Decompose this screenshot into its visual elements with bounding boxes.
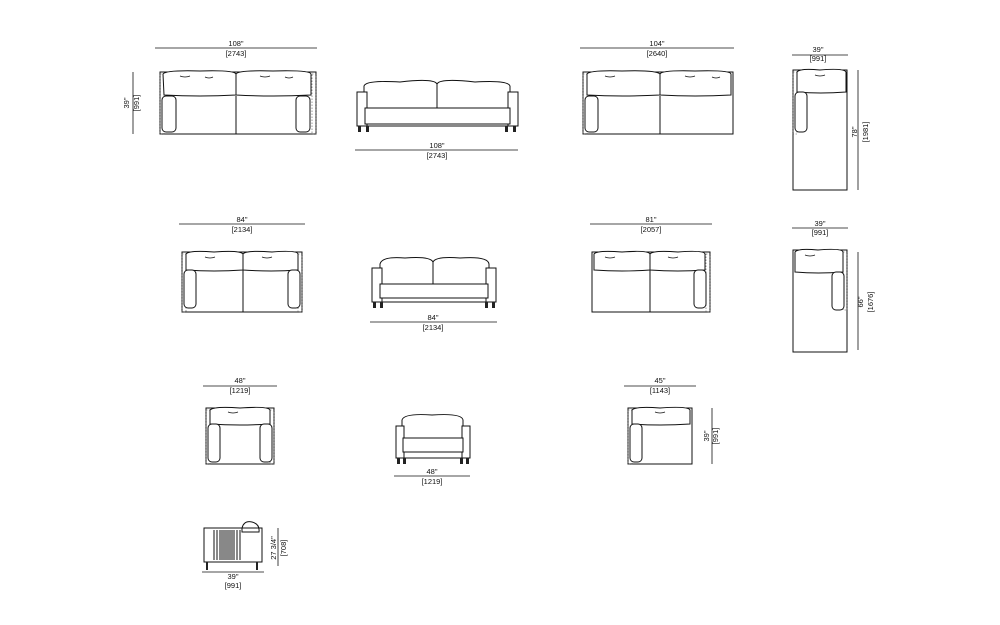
dim-label-metric: [991] (812, 228, 829, 237)
chair-48-plan-view: 48" [1219] (203, 376, 277, 465)
dim-label-imperial: 84" (427, 313, 438, 322)
sofa-81-plan-view: 81" [2057] (590, 215, 712, 313)
side-cushion-stripes (213, 530, 241, 560)
dim-label-metric: [1143] (650, 386, 670, 395)
dim-label-imperial: 108" (228, 39, 244, 48)
dim-label-metric: [2743] (427, 151, 448, 160)
dim-label-imperial: 81" (645, 215, 656, 224)
dim-label-imperial: 39" (812, 45, 823, 54)
chaise-78-plan-view: 39" [991] 78" [1981] (792, 45, 870, 191)
dim-label-imperial: 48" (426, 467, 437, 476)
dim-label-metric: [1219] (422, 477, 443, 486)
dim-label-metric: [2640] (647, 49, 668, 58)
dim-label-imperial: 108" (429, 141, 445, 150)
dim-label-metric: [2134] (232, 225, 253, 234)
dim-label-imperial: 39" (122, 97, 131, 108)
dim-label-imperial: 104" (649, 39, 665, 48)
sofa-108-plan-view: 108" [2743] 39" [991] (122, 39, 317, 135)
dim-label-imperial: 45" (654, 376, 665, 385)
sofa-104-plan-view: 104" [2640] (580, 39, 734, 135)
chaise-66-plan-view: 39" [991] 66" [1676] (792, 219, 875, 353)
sofa-84-plan-view: 84" [2134] (179, 215, 305, 313)
dim-label-metric: [2743] (226, 49, 247, 58)
dim-label-metric: [2134] (423, 323, 444, 332)
chair-45-plan-view: 45" [1143] 39" [991] (624, 376, 720, 465)
dim-label-metric: [1219] (230, 386, 251, 395)
dim-label-imperial: 39" (814, 219, 825, 228)
dim-label-metric: [2057] (641, 225, 662, 234)
dim-label-metric: [991] (711, 428, 720, 445)
dim-label-metric: [708] (279, 540, 288, 557)
dim-label-imperial: 39" (702, 430, 711, 441)
dim-label-metric: [991] (810, 54, 827, 63)
dim-label-imperial: 78" (850, 126, 859, 137)
chair-48-front-view: 48" [1219] (394, 414, 471, 486)
dim-label-imperial: 84" (236, 215, 247, 224)
dim-label-metric: [1676] (866, 292, 875, 313)
dim-label-metric: [991] (132, 95, 141, 112)
dim-label-metric: [1981] (861, 122, 870, 143)
dim-label-imperial: 48" (234, 376, 245, 385)
sofa-84-front-view: 84" [2134] (370, 257, 497, 332)
side-elevation-view: 27 3/4" [708] 39" [991] (202, 521, 288, 590)
dim-label-imperial: 39" (227, 572, 238, 581)
dim-label-metric: [991] (225, 581, 242, 590)
dim-label-imperial: 66" (856, 296, 865, 307)
dim-label-imperial: 27 3/4" (269, 536, 278, 560)
sofa-108-front-view: 108" [2743] (355, 79, 519, 160)
